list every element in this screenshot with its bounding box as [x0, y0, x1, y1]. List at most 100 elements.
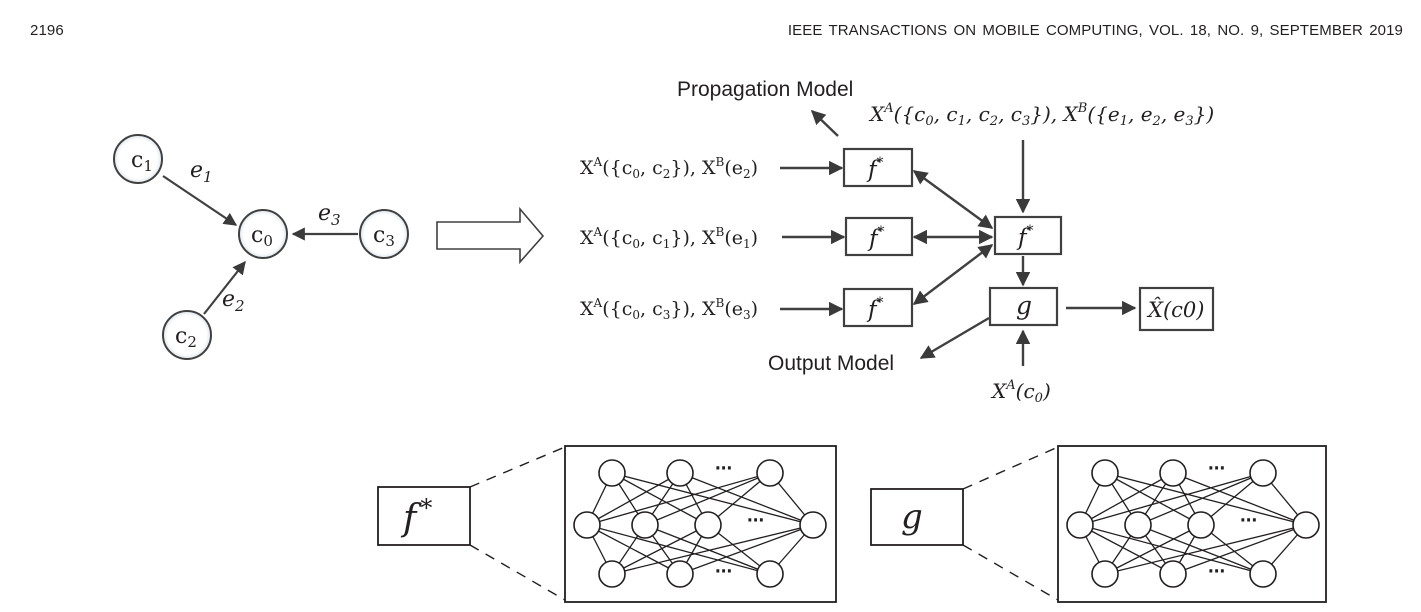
f-net-neuron [631, 511, 659, 539]
f-net-connection [611, 524, 814, 575]
f-net-ellipsis: ··· [747, 510, 764, 531]
output-model-label: Output Model [768, 352, 894, 375]
f-zoom-line-top [469, 446, 566, 488]
g-net-connection [1104, 472, 1202, 526]
graph-labels: c1 c0 c3 c2 e1 e3 e2 [131, 148, 395, 351]
node-c1-label: c1 [131, 148, 153, 175]
g-net-neuron [1249, 560, 1277, 588]
f-star-box-2 [844, 216, 914, 257]
f-net-ellipsis: ··· [715, 561, 732, 582]
g-net-neuron [1292, 511, 1320, 539]
edge-e2-arrow [203, 260, 246, 315]
page-number: 2196 [30, 22, 64, 39]
transform-arrow-icon [436, 206, 545, 265]
node-c2 [162, 310, 212, 360]
output-box [1138, 286, 1215, 332]
g-net-connection [1079, 524, 1264, 575]
f-net-neuron [799, 511, 827, 539]
node-c2-label: c2 [175, 324, 197, 351]
g-net-connection [1079, 472, 1264, 526]
g-net-neuron [1066, 511, 1094, 539]
model-labels: Propagation Model Output Model f* f* f* … [580, 78, 1214, 406]
f-star-center-label: f* [1016, 223, 1034, 251]
g-net-neuron [1187, 511, 1215, 539]
f-star-network: ··· ··· ··· [573, 458, 827, 588]
input-label-2: XA({c0, c1}), XB(e1) [580, 225, 758, 251]
g-net-connection [1172, 524, 1307, 575]
edge-e1-arrow [162, 175, 238, 226]
f-net-connection [644, 472, 771, 526]
g-callout-box [870, 488, 964, 546]
f-net-connection [611, 472, 709, 526]
node-c1 [113, 134, 163, 184]
f-net-connection [586, 524, 771, 575]
f-net-neuron [598, 459, 626, 487]
f-star-network-callout: ··· ··· ··· [377, 445, 837, 603]
f-star-callout-box [377, 486, 471, 546]
g-zoom-line-top [962, 446, 1059, 490]
model-diagram [780, 110, 1215, 366]
output-model-arrow [919, 316, 990, 360]
f-net-connection [611, 472, 814, 526]
node-c0 [238, 209, 288, 259]
f-net-neuron [598, 560, 626, 588]
f-net-neuron [666, 459, 694, 487]
g-box [988, 286, 1059, 327]
f-star-box-1-label: f* [866, 155, 884, 183]
top-input-label: XA({c0, c1, c2, c3}), XB({e1, e2, e3}) [868, 101, 1214, 129]
f-net-neuron [756, 459, 784, 487]
f-net-neuron [573, 511, 601, 539]
g-net-neuron [1091, 560, 1119, 588]
input-label-3: XA({c0, c3}), XB(e3) [580, 296, 758, 322]
propagation-model-label: Propagation Model [677, 78, 853, 101]
g-net-ellipsis: ··· [1240, 510, 1257, 531]
link-f3-center [912, 244, 994, 305]
node-c3 [359, 209, 409, 259]
g-net-connection [1137, 524, 1264, 575]
g-network-callout: ··· ··· ··· [870, 445, 1327, 603]
f-net-ellipsis: ··· [715, 458, 732, 479]
g-box-label: g [1016, 291, 1032, 320]
edge-e3-label: e3 [318, 201, 341, 229]
f-net-neuron [694, 511, 722, 539]
node-c0-label: c0 [251, 223, 273, 250]
g-net-ellipsis: ··· [1208, 458, 1225, 479]
f-star-box-3-label: f* [866, 295, 884, 323]
f-net-connection [586, 472, 771, 526]
edge-e2-label: e2 [222, 287, 245, 315]
node-c3-label: c3 [373, 223, 395, 250]
link-f1-center [912, 170, 994, 229]
f-star-box-1 [842, 147, 914, 188]
g-net-connection [1137, 472, 1264, 526]
g-net-connection [1172, 472, 1307, 526]
g-zoom-line-bottom [962, 544, 1059, 601]
propagation-arrow [810, 110, 839, 137]
g-net-connection [1104, 524, 1307, 575]
f-net-neuron [756, 560, 784, 588]
f-net-connection [679, 524, 814, 575]
output-label: X̂(c0) [1146, 298, 1204, 322]
g-net-neuron [1124, 511, 1152, 539]
input-graph [113, 134, 409, 360]
f-net-connection [586, 472, 681, 526]
f-net-connection [644, 524, 771, 575]
g-net-connection [1079, 524, 1174, 575]
g-net-connection [1104, 524, 1202, 575]
f-net-connection [586, 524, 681, 575]
g-net-connection [1079, 472, 1174, 526]
f-star-box-center [993, 215, 1063, 256]
g-net-connection [1104, 472, 1307, 526]
f-net-connection [611, 524, 709, 575]
g-callout-label: g [901, 497, 923, 537]
edge-e1-label: e1 [190, 158, 213, 186]
g-net-ellipsis: ··· [1208, 561, 1225, 582]
g-network: ··· ··· ··· [1066, 458, 1320, 588]
input-label-1: XA({c0, c2}), XB(e2) [580, 155, 758, 181]
f-star-box-2-label: f* [867, 224, 885, 252]
f-star-box-3 [842, 287, 914, 328]
g-net-neuron [1091, 459, 1119, 487]
g-net-neuron [1159, 560, 1187, 588]
bottom-input-label: XA(c0) [990, 378, 1051, 406]
f-zoom-line-bottom [469, 544, 566, 601]
